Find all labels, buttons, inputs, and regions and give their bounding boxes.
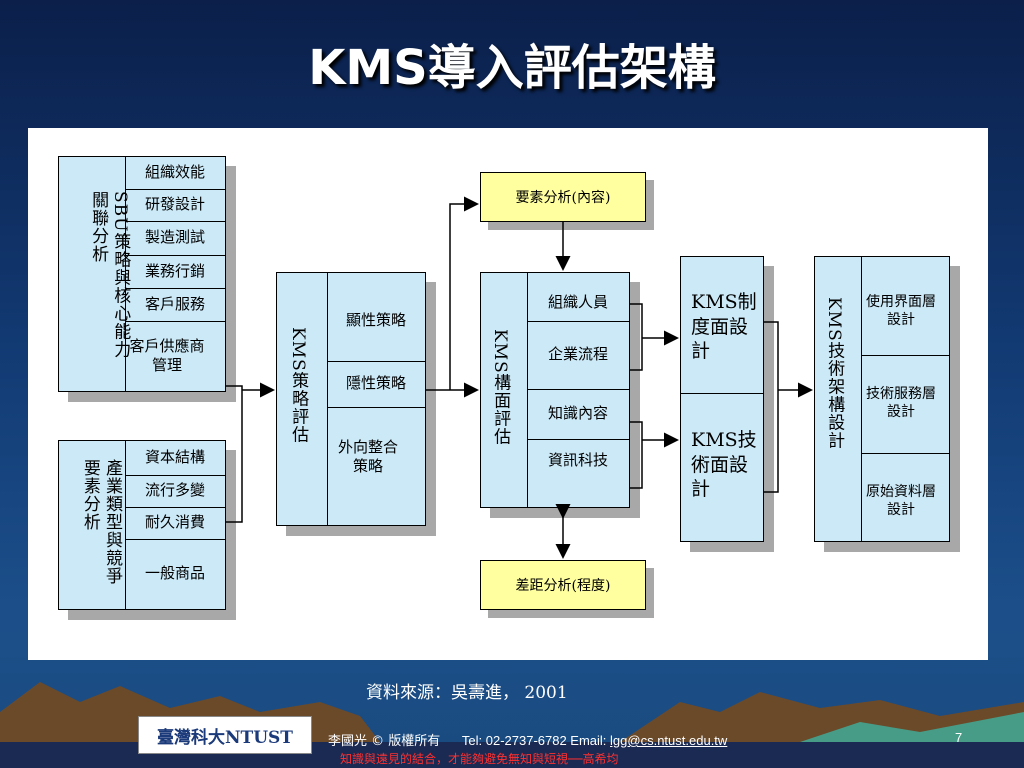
page-number: 7	[955, 730, 963, 745]
structure-item: 企業流程	[547, 345, 608, 364]
structure-box: KMS構面評估 組織人員 企業流程 知識內容 資訊科技	[480, 272, 630, 508]
diagram-panel: SBU策略與核心能力關聯分析 組織效能 研發設計 製造測試 業務行銷 客戶服務 …	[28, 128, 988, 660]
connector-lines	[226, 196, 813, 559]
industry-analysis-box: 產業類型與競爭要素分析 資本結構 流行多變 耐久消費 一般商品	[58, 440, 226, 610]
sbu-item: 業務行銷	[144, 261, 205, 280]
structure-item: 知識內容	[547, 404, 608, 423]
tech-arch-label: KMS技術架構設計	[824, 297, 845, 450]
footer-phone: Tel: 02-2737-6782 Email:	[461, 733, 607, 748]
sbu-analysis-box: SBU策略與核心能力關聯分析 組織效能 研發設計 製造測試 業務行銷 客戶服務 …	[58, 156, 226, 392]
tech-arch-item: 使用界面層設計	[866, 293, 936, 328]
structure-label: KMS構面評估	[490, 329, 511, 446]
sbu-item: 組織效能	[144, 163, 205, 182]
slide-title: KMS導入評估架構	[308, 40, 716, 96]
gap-analysis-box: 差距分析(程度)	[480, 560, 646, 610]
strategy-item: 外向整合策略	[337, 437, 398, 476]
structure-item: 資訊科技	[547, 451, 608, 470]
industry-item: 一般商品	[144, 564, 205, 583]
sbu-item: 客戶服務	[144, 294, 205, 313]
element-analysis-box: 要素分析(內容)	[480, 172, 646, 222]
industry-analysis-label: 產業類型與競爭要素分析	[79, 459, 122, 585]
tech-arch-item: 技術服務層設計	[866, 385, 936, 420]
tech-arch-box: KMS技術架構設計 使用界面層設計 技術服務層設計 原始資料層設計	[814, 256, 950, 542]
industry-item: 耐久消費	[144, 513, 205, 532]
sbu-item: 客戶供應商管理	[129, 336, 205, 375]
source-note: 資料來源：吳壽進， 2001	[366, 683, 568, 703]
tech-arch-item: 原始資料層設計	[866, 483, 936, 518]
sbu-item: 研發設計	[144, 195, 205, 214]
footer-contact: 李國光 © 版權所有 Tel: 02-2737-6782 Email: lgg@…	[328, 730, 727, 749]
industry-item: 流行多變	[144, 481, 205, 500]
logo-text: 臺灣科大NTUST	[157, 727, 293, 748]
design-bottom: KMS技術面設計	[691, 428, 757, 501]
industry-item: 資本結構	[144, 448, 205, 467]
sbu-item: 製造測試	[144, 228, 205, 247]
strategy-item: 隱性策略	[345, 374, 406, 393]
strategy-box: KMS策略評估 顯性策略 隱性策略 外向整合策略	[276, 272, 426, 526]
strategy-item: 顯性策略	[345, 311, 406, 330]
footer-author: 李國光 © 版權所有	[328, 734, 441, 749]
footer-motto: 知識與遠見的結合，才能夠避免無知與短視──高希均	[340, 752, 619, 766]
footer-email-link[interactable]: lgg@cs.ntust.edu.tw	[610, 733, 728, 748]
sbu-analysis-label: SBU策略與核心能力關聯分析	[88, 191, 131, 359]
design-box: KMS制度面設計 KMS技術面設計	[680, 256, 764, 542]
structure-item: 組織人員	[547, 293, 608, 312]
strategy-label: KMS策略評估	[288, 327, 309, 444]
ntust-logo: 臺灣科大NTUST	[138, 716, 312, 754]
design-top: KMS制度面設計	[691, 290, 757, 363]
